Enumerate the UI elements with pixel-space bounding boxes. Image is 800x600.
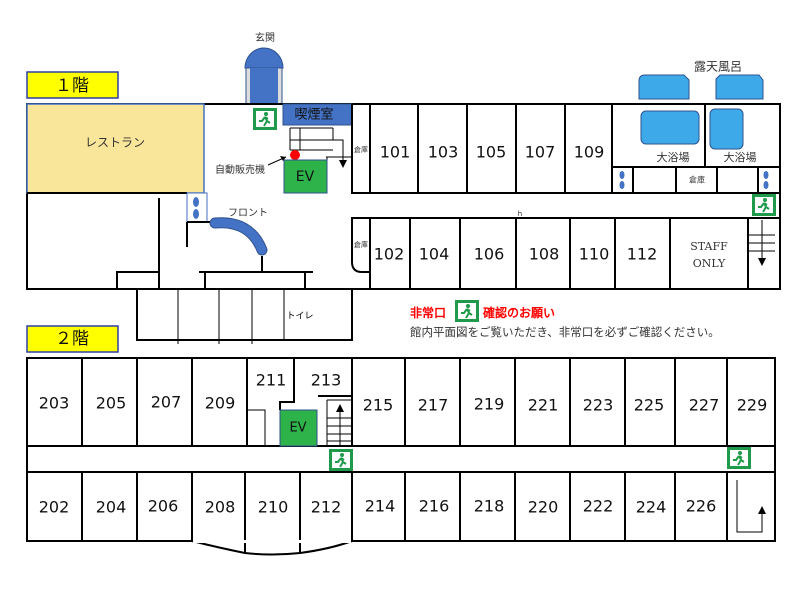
room-202: 202 [39, 498, 70, 517]
room-203: 203 [39, 394, 70, 413]
room-list-2f-upper: 203 205 207 209 211 213 215 217 219 221 … [39, 371, 768, 415]
emergency-exit-icon [726, 446, 752, 470]
room-207: 207 [151, 393, 182, 412]
toilet-label: トイレ [286, 312, 313, 322]
svg-text:１階: １階 [55, 76, 89, 96]
room-108: 108 [529, 245, 560, 264]
floor2-label: ２階 [26, 325, 119, 353]
room-102: 102 [374, 245, 405, 264]
svg-text:玄関: 玄関 [255, 31, 275, 44]
stairs [326, 399, 352, 446]
room-219: 219 [474, 395, 505, 414]
room-112: 112 [627, 245, 658, 264]
floor2-outline [26, 357, 776, 542]
room-221: 221 [528, 396, 559, 415]
room-229: 229 [737, 396, 768, 415]
svg-text:喫煙室: 喫煙室 [294, 107, 333, 123]
vending-machine-icon [290, 150, 300, 160]
room-109: 109 [574, 143, 605, 162]
svg-text:EV: EV [296, 169, 315, 185]
room-205: 205 [96, 394, 127, 413]
room-101: 101 [380, 143, 411, 162]
room-110: 110 [579, 245, 610, 264]
room-list-1f-upper: 101 103 105 107 109 [380, 143, 605, 162]
room-208: 208 [205, 498, 236, 517]
room-206: 206 [148, 497, 179, 516]
room-list-1f-lower: 102 104 106 108 110 112 STAFF ONLY [374, 240, 728, 270]
room-223: 223 [583, 396, 614, 415]
emergency-exit-icon [751, 193, 777, 217]
room-222: 222 [583, 497, 614, 516]
room-227: 227 [689, 396, 720, 415]
room-220: 220 [528, 498, 559, 517]
svg-text:大浴場: 大浴場 [724, 150, 757, 164]
restaurant [26, 103, 205, 194]
svg-text:大浴場: 大浴場 [657, 150, 690, 164]
room-218: 218 [474, 497, 505, 516]
svg-text:２階: ２階 [55, 329, 89, 349]
front-desk-label: フロント [228, 208, 268, 219]
svg-text:非常口: 非常口 [410, 305, 446, 320]
entrance: 玄関 [244, 31, 284, 105]
room-213: 213 [311, 371, 342, 390]
stairs [289, 127, 344, 165]
stairs [748, 220, 775, 265]
room-209: 209 [205, 394, 236, 413]
restaurant-label: レストラン [85, 136, 145, 150]
room-211: 211 [256, 371, 287, 390]
room-216: 216 [419, 497, 450, 516]
staff-only: STAFF [690, 240, 728, 253]
elevator [279, 409, 318, 447]
room-210: 210 [258, 498, 289, 517]
emergency-exit-icon [252, 107, 278, 131]
floor1-label: １階 [26, 71, 119, 99]
stairs [736, 480, 763, 533]
toilet-icon [193, 197, 199, 207]
svg-text:倉庫: 倉庫 [689, 175, 705, 185]
room-225: 225 [634, 396, 665, 415]
room-105: 105 [476, 143, 507, 162]
svg-text:館内平面図をご覧いただき、非常口を必ずご確認ください。: 館内平面図をご覧いただき、非常口を必ずご確認ください。 [410, 325, 720, 339]
svg-text:倉庫: 倉庫 [354, 240, 368, 249]
svg-text:確認のお願い: 確認のお願い [483, 305, 555, 320]
room-list-2f-lower: 202 204 206 208 210 212 214 216 218 220 … [39, 497, 717, 517]
svg-text:h: h [518, 210, 522, 218]
outdoor-bath-label: 露天風呂 [694, 60, 742, 74]
room-217: 217 [418, 396, 449, 415]
room-204: 204 [96, 498, 127, 517]
room-104: 104 [419, 245, 450, 264]
room-103: 103 [428, 143, 459, 162]
vending-machine-label: 自動販売機 [215, 163, 265, 176]
room-107: 107 [525, 143, 556, 162]
room-106: 106 [474, 245, 505, 264]
emergency-exit-icon [328, 448, 354, 472]
room-212: 212 [311, 498, 342, 517]
room-226: 226 [686, 497, 717, 516]
room-224: 224 [636, 498, 667, 517]
emergency-exit-notice: 非常口 確認のお願い 館内平面図をご覧いただき、非常口を必ずご確認ください。 [410, 299, 720, 339]
room-215: 215 [363, 396, 394, 415]
large-bath [640, 110, 700, 145]
toilet-block [136, 288, 353, 341]
svg-text:EV: EV [289, 421, 306, 436]
room-214: 214 [365, 497, 396, 516]
elevator [283, 159, 328, 194]
svg-text:ONLY: ONLY [693, 257, 726, 270]
storage-label: 倉庫 [354, 145, 368, 154]
outdoor-bath [638, 74, 690, 100]
